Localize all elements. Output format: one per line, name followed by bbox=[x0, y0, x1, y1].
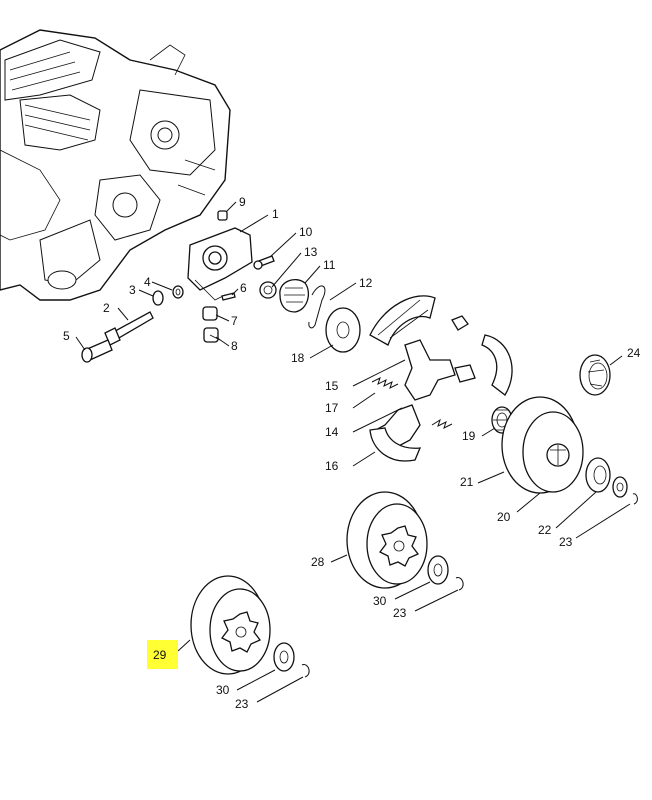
part-17-spring bbox=[371, 377, 399, 389]
part-16-clutch-shoe bbox=[369, 427, 422, 462]
label-11: 11 bbox=[323, 258, 336, 272]
part-3-washer bbox=[152, 290, 164, 306]
label-6: 6 bbox=[240, 281, 247, 295]
part-29-clutch-drum bbox=[190, 575, 310, 678]
label-4: 4 bbox=[144, 275, 151, 289]
part-2-pin bbox=[104, 311, 154, 346]
label-5: 5 bbox=[63, 329, 70, 343]
label-24: 24 bbox=[627, 346, 641, 360]
label-16: 16 bbox=[325, 459, 339, 473]
part-24-rim-sprocket bbox=[579, 354, 611, 396]
part-21-clutch-drum bbox=[501, 396, 584, 494]
label-8: 8 bbox=[231, 339, 238, 353]
label-30-bottom: 30 bbox=[216, 683, 230, 697]
label-14: 14 bbox=[325, 425, 339, 439]
part-28-clutch-drum bbox=[346, 491, 464, 591]
leader-lines bbox=[75, 201, 631, 703]
part-8-valve bbox=[203, 327, 221, 343]
engine-block bbox=[0, 29, 231, 301]
label-28: 28 bbox=[311, 555, 325, 569]
label-19: 19 bbox=[462, 429, 476, 443]
spring-right bbox=[431, 418, 453, 429]
label-29: 29 bbox=[153, 648, 167, 662]
label-23-top: 23 bbox=[559, 535, 573, 549]
label-10: 10 bbox=[299, 225, 313, 239]
part-13-ring bbox=[259, 281, 277, 299]
label-15: 15 bbox=[325, 379, 339, 393]
part-5-bolt bbox=[81, 339, 113, 363]
label-21: 21 bbox=[460, 475, 474, 489]
label-22: 22 bbox=[538, 523, 552, 537]
part-11-spring-cover bbox=[279, 279, 326, 329]
label-20: 20 bbox=[497, 510, 511, 524]
label-9: 9 bbox=[239, 195, 246, 209]
label-23-mid: 23 bbox=[393, 606, 407, 620]
part-4-ring bbox=[172, 285, 184, 299]
label-18: 18 bbox=[291, 351, 305, 365]
label-3: 3 bbox=[129, 283, 136, 297]
part-1-cover bbox=[187, 227, 253, 301]
label-1: 1 bbox=[272, 207, 279, 221]
part-25-small-nut bbox=[451, 315, 469, 331]
clutch-shoe-right bbox=[481, 334, 513, 396]
label-13: 13 bbox=[304, 245, 318, 259]
part-10-screw bbox=[253, 255, 275, 270]
label-23-bottom: 23 bbox=[235, 697, 249, 711]
part-7-valve bbox=[202, 306, 218, 321]
part-labels: 1 9 10 13 11 12 4 3 2 6 7 5 8 18 15 17 1… bbox=[63, 195, 641, 711]
part-12-sprocket-cover bbox=[369, 295, 436, 346]
part-9-nut bbox=[217, 210, 228, 221]
label-7: 7 bbox=[231, 314, 238, 328]
part-18-washer bbox=[325, 307, 361, 353]
highlight-box bbox=[147, 640, 178, 669]
label-12: 12 bbox=[359, 276, 373, 290]
label-17: 17 bbox=[325, 401, 339, 415]
part-22-rim-sprocket bbox=[585, 457, 638, 505]
part-15-clutch-carrier bbox=[404, 339, 476, 401]
label-30-mid: 30 bbox=[373, 594, 387, 608]
label-2: 2 bbox=[103, 301, 110, 315]
